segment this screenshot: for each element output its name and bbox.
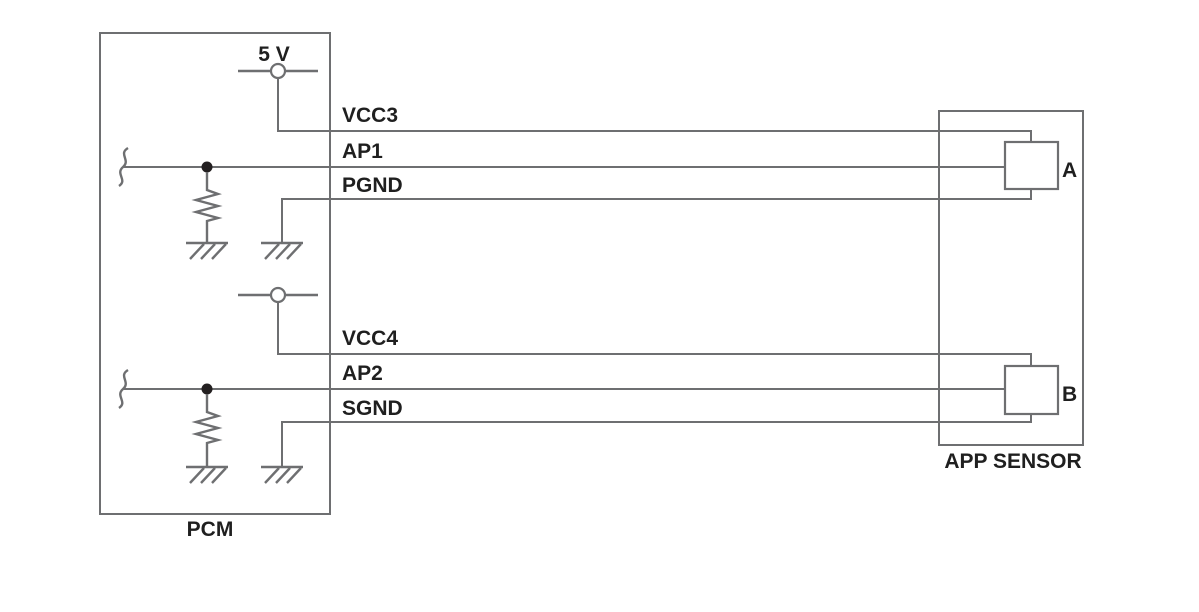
- wire-label-pgnd: PGND: [342, 174, 403, 197]
- resistor-icon: [191, 394, 223, 467]
- supply-terminal-icon: [269, 286, 287, 304]
- junction-dot: [201, 161, 213, 173]
- supply-terminal-2: [238, 286, 1032, 366]
- wire-vcc4: [277, 302, 1032, 366]
- ground-icon: [259, 241, 305, 261]
- ground-icon: [184, 241, 230, 261]
- app-sensor-label: APP SENSOR: [944, 450, 1081, 473]
- wire-label-ap2: AP2: [342, 362, 383, 385]
- wire-pgnd: [281, 189, 1032, 243]
- pcm-box: [99, 32, 331, 515]
- junction-dot: [201, 383, 213, 395]
- wire-label-sgnd: SGND: [342, 397, 403, 420]
- wire-pgnd-group: [259, 189, 1032, 261]
- connector-a-label: A: [1062, 159, 1077, 182]
- pcm-label: PCM: [187, 518, 234, 541]
- ground-icon: [184, 465, 230, 485]
- ground-icon: [259, 465, 305, 485]
- connector-b-label: B: [1062, 383, 1077, 406]
- wire-sgnd-group: [259, 414, 1032, 485]
- wire-ap2-group: [117, 368, 1005, 410]
- connector-b: [1003, 364, 1060, 416]
- connector-a: [1003, 140, 1060, 191]
- resistor-icon: [191, 172, 223, 243]
- wire-label-vcc4: VCC4: [342, 327, 398, 350]
- app-sensor-box: [938, 110, 1084, 446]
- wire-ap1-group: [117, 146, 1005, 188]
- supply-label: 5 V: [258, 43, 290, 66]
- wire-label-ap1: AP1: [342, 140, 383, 163]
- wire-vcc3: [277, 78, 1032, 142]
- supply-terminal-1: [238, 62, 1032, 142]
- wire-label-vcc3: VCC3: [342, 104, 398, 127]
- wire-sgnd: [281, 414, 1032, 467]
- supply-terminal-icon: [269, 62, 287, 80]
